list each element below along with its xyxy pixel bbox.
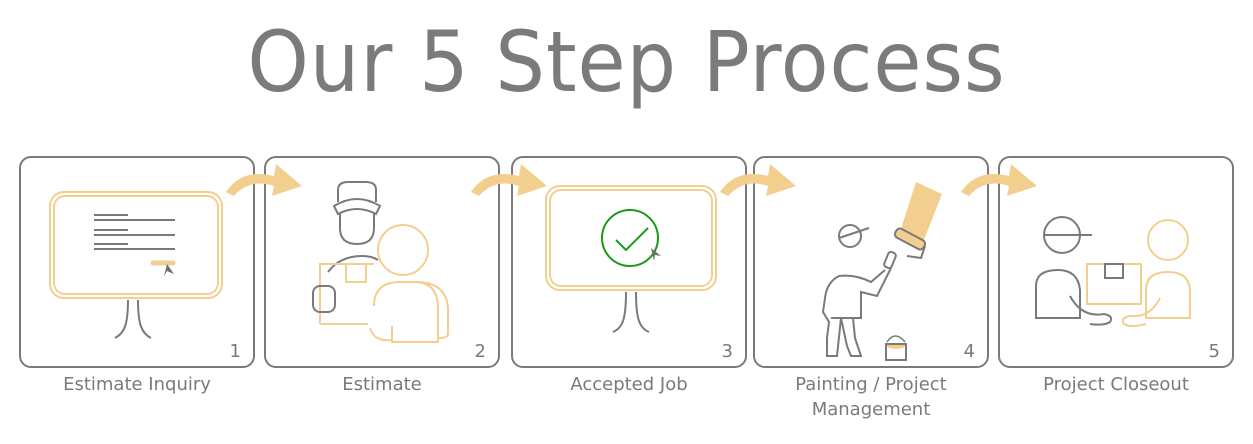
step-label-4: Painting / Project Management (753, 372, 989, 422)
box-handoff-icon (1035, 216, 1191, 327)
curved-arrow-right-icon (961, 164, 1037, 196)
step-number: 4 (963, 341, 975, 362)
step-card-2: 2 (264, 156, 500, 368)
step-label-3: Accepted Job (570, 374, 688, 395)
step-card-3: 3 (511, 156, 747, 368)
curved-arrow-right-icon (471, 164, 547, 196)
step-number: 1 (229, 341, 241, 362)
step-number: 2 (474, 341, 486, 362)
step-card-1: 1 (19, 156, 255, 368)
step-label-5: Project Closeout (1043, 374, 1189, 395)
page-title: Our 5 Step Process (247, 13, 1006, 111)
step-label-1: Estimate Inquiry (63, 374, 211, 395)
step-label-2: Estimate (342, 374, 422, 395)
worker-handing-box-icon (312, 181, 449, 343)
step-number: 5 (1208, 341, 1220, 362)
curved-arrow-right-icon (226, 164, 302, 196)
step-card-4: 4 (753, 156, 989, 368)
presentation-board-form-icon (49, 191, 223, 339)
step-label-4-line1: Painting / Project (795, 374, 947, 395)
step-label-4-line2: Management (811, 399, 931, 420)
curved-arrow-right-icon (720, 164, 796, 196)
step-number: 3 (721, 341, 733, 362)
step-card-5: 5 (998, 156, 1234, 368)
painter-roller-icon (821, 182, 942, 361)
presentation-board-checkmark-icon (545, 185, 717, 333)
